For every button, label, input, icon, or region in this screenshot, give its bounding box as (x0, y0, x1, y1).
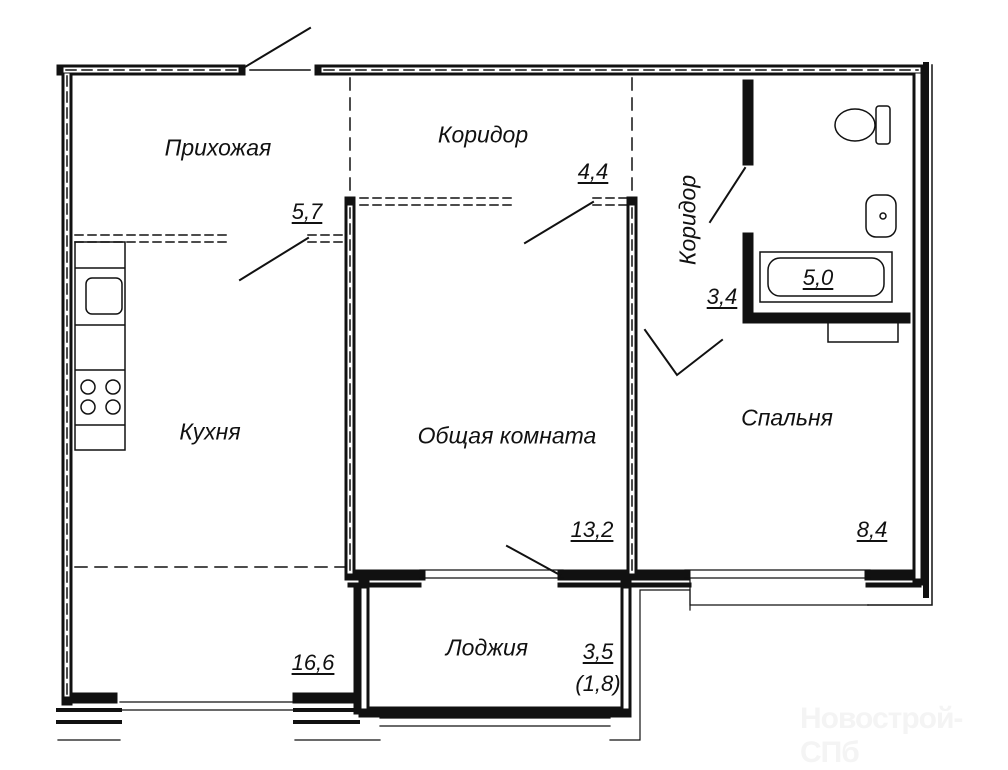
room-label-loggia: Лоджия (445, 634, 529, 661)
area-loggia-reduced: (1,8) (575, 671, 621, 696)
room-label-corridor: Коридор (437, 121, 529, 148)
area-bedroom: 8,4 (856, 517, 888, 542)
stove-icon (80, 379, 121, 415)
washbasin-icon (865, 194, 897, 238)
area-kitchen: 16,6 (291, 650, 335, 675)
room-label-hallway: Прихожая (164, 134, 272, 161)
room-label-corridor-2: Коридор (674, 174, 701, 266)
area-bathroom: 5,0 (802, 265, 834, 290)
room-label-living-room: Общая комната (417, 422, 597, 449)
radiator-icon (827, 321, 899, 343)
room-label-bedroom: Спальня (741, 404, 833, 431)
area-corridor-2: 3,4 (706, 284, 738, 309)
room-label-kitchen: Кухня (179, 418, 241, 445)
area-hallway: 5,7 (291, 199, 323, 224)
watermark: Новострой-СПб (800, 702, 963, 769)
toilet-icon (834, 105, 891, 145)
area-corridor: 4,4 (577, 159, 609, 184)
walls (56, 26, 933, 741)
kitchen-counter (74, 241, 126, 451)
area-living-room: 13,2 (570, 517, 614, 542)
bathtub-icon (759, 251, 893, 303)
sink-icon (85, 277, 123, 315)
area-loggia: 3,5 (582, 639, 614, 664)
